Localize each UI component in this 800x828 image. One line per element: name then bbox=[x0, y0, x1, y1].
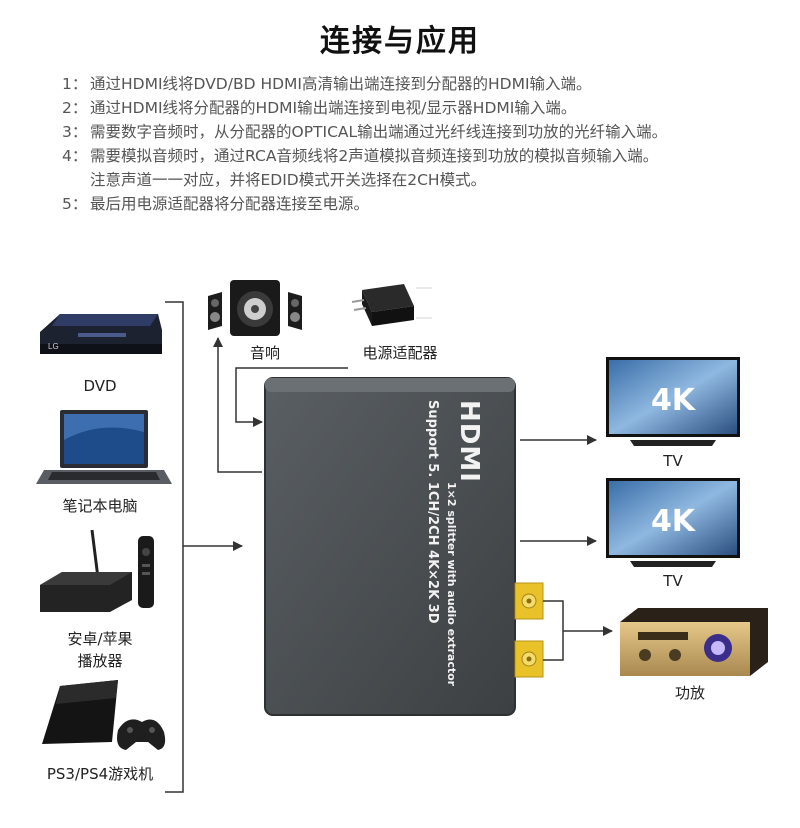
instruction-step-1: 1： 通过HDMI线将DVD/BD HDMI高清输出端连接到分配器的HDMI输入… bbox=[62, 72, 782, 96]
step-number: 2： bbox=[62, 99, 88, 117]
source-connection-lines bbox=[165, 301, 243, 793]
game-console-icon bbox=[42, 680, 166, 750]
dvd-logo: LG bbox=[48, 342, 59, 351]
tv-label-2: TV bbox=[663, 572, 683, 590]
hdmi-splitter-device bbox=[264, 377, 544, 716]
instruction-step-3: 3： 需要数字音频时，从分配器的OPTICAL输出端通过光纤线连接到功放的光纤输… bbox=[62, 120, 782, 144]
tv-4k-text: 4K bbox=[651, 383, 697, 418]
tv-label-1: TV bbox=[663, 452, 683, 470]
power-connection-line bbox=[235, 367, 348, 427]
instruction-list: 1： 通过HDMI线将DVD/BD HDMI高清输出端连接到分配器的HDMI输入… bbox=[62, 72, 782, 216]
speaker-icon bbox=[208, 280, 302, 336]
speaker-label: 音响 bbox=[249, 344, 280, 362]
step-text: 需要数字音频时，从分配器的OPTICAL输出端通过光纤线连接到功放的光纤输入端。 bbox=[90, 123, 668, 141]
amplifier-label: 功放 bbox=[674, 684, 705, 702]
instruction-step-5: 5： 最后用电源适配器将分配器连接至电源。 bbox=[62, 192, 782, 216]
power-adapter-icon bbox=[351, 284, 432, 326]
rca-jack-top bbox=[514, 582, 544, 620]
rca-jack-bottom bbox=[514, 640, 544, 678]
media-player-icon bbox=[40, 529, 154, 612]
laptop-label: 笔记本电脑 bbox=[62, 497, 138, 515]
step-text: 通过HDMI线将分配器的HDMI输出端连接到电视/显示器HDMI输入端。 bbox=[90, 99, 577, 117]
media-player-label-line2: 播放器 bbox=[77, 652, 123, 670]
step-text: 通过HDMI线将DVD/BD HDMI高清输出端连接到分配器的HDMI输入端。 bbox=[90, 75, 592, 93]
dvd-player-icon: LG bbox=[40, 314, 162, 354]
tv-icon-1: 4K bbox=[606, 357, 740, 446]
step-text: 最后用电源适配器将分配器连接至电源。 bbox=[90, 195, 370, 213]
game-console-label: PS3/PS4游戏机 bbox=[46, 765, 154, 783]
dvd-label: DVD bbox=[83, 377, 117, 395]
media-player-label-line1: 安卓/苹果 bbox=[67, 630, 133, 648]
speaker-connection-line bbox=[213, 337, 262, 473]
step-number: 1： bbox=[62, 75, 88, 93]
step-number: 4： bbox=[62, 147, 88, 165]
amplifier-icon bbox=[620, 608, 768, 676]
adapter-label: 电源适配器 bbox=[362, 344, 438, 362]
step-number: 5： bbox=[62, 195, 88, 213]
device-support-text: Support 5. 1CH/2CH 4K×2K 3D bbox=[425, 400, 440, 624]
device-model-text: 1×2 splitter with audio extractor bbox=[445, 482, 458, 687]
step-number: 3： bbox=[62, 123, 88, 141]
device-brand-text: HDMI bbox=[454, 400, 484, 483]
instruction-step-2: 2： 通过HDMI线将分配器的HDMI输出端连接到电视/显示器HDMI输入端。 bbox=[62, 96, 782, 120]
step-text: 需要模拟音频时，通过RCA音频线将2声道模拟音频连接到功放的模拟音频输入端。 bbox=[90, 147, 659, 165]
page-title: 连接与应用 bbox=[320, 24, 480, 59]
step-note: 注意声道一一对应，并将EDID模式开关选择在2CH模式。 bbox=[90, 171, 487, 189]
tv-4k-text: 4K bbox=[651, 504, 697, 539]
tv-icon-2: 4K bbox=[606, 478, 740, 567]
output-connection-lines bbox=[520, 435, 612, 661]
laptop-icon bbox=[36, 410, 172, 484]
instruction-step-4: 4： 需要模拟音频时，通过RCA音频线将2声道模拟音频连接到功放的模拟音频输入端… bbox=[62, 144, 782, 168]
